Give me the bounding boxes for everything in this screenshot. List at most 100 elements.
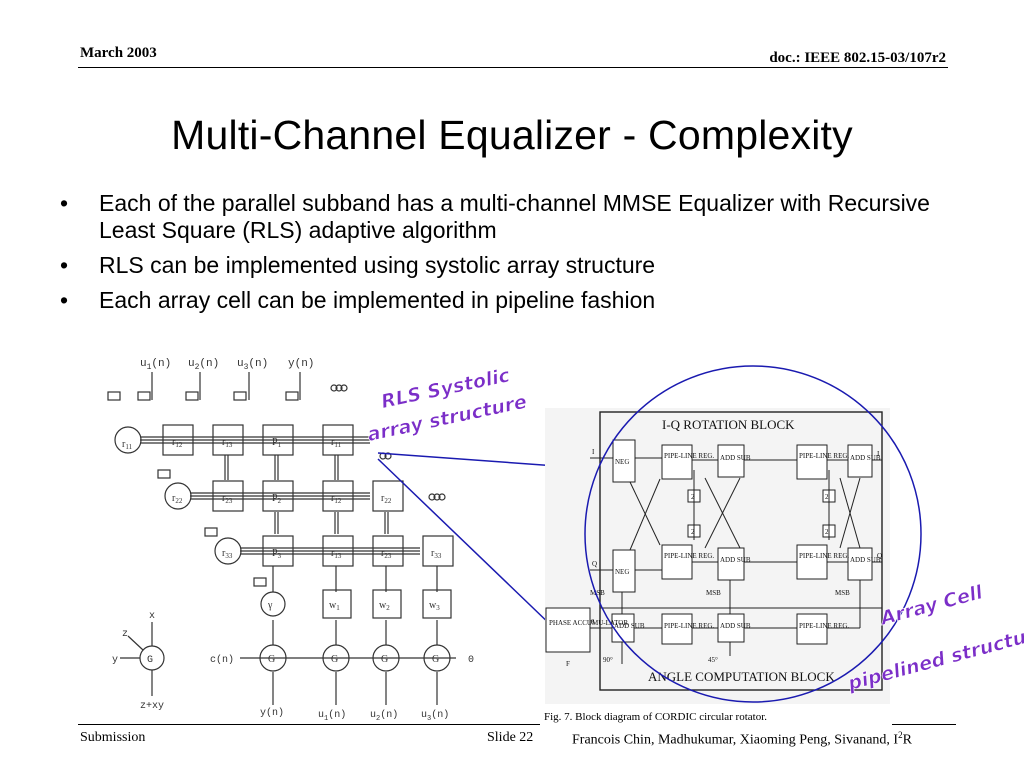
iq-block-title: I-Q ROTATION BLOCK: [662, 417, 795, 432]
addsub-label: ADD SUB: [720, 556, 751, 564]
bottom-output-u3: u3(n): [421, 709, 449, 723]
input-label-u3: u3(n): [237, 358, 268, 372]
pipe-reg-label: PIPE-LINE REG.: [799, 622, 849, 630]
out-i-label: I: [877, 450, 880, 458]
bullet-item: • Each of the parallel subband has a mult…: [58, 190, 958, 244]
pipe-reg-label: PIPE-LINE REG.: [664, 622, 714, 630]
neg-label: NEG: [615, 458, 629, 466]
cell-label: r11: [331, 437, 342, 449]
legend-y: y: [112, 655, 118, 666]
deg45-label: 45°: [708, 656, 718, 664]
phase-accumulator-label: PHASE ACCUMU-LATOR: [549, 619, 628, 627]
highlight-circle: [584, 365, 922, 703]
shift-label: 2: [825, 493, 829, 501]
cell-label: r22: [172, 493, 183, 505]
systolic-cell-labels: r11 r12 r13 P1 r11 r22 r23 P2 r12 r22 r3…: [122, 437, 442, 665]
systolic-array-diagram: u1(n) u2(n) u3(n) y(n): [107, 358, 456, 705]
slide-title: Multi-Channel Equalizer - Complexity: [171, 112, 853, 158]
input-label-u1: u1(n): [140, 358, 171, 372]
bullet-list: • Each of the parallel subband has a mult…: [58, 190, 958, 322]
pipe-reg-label: PIPE-LINE REG.: [799, 552, 849, 560]
footer-rule-right: [892, 724, 956, 725]
out-q-label: Q: [877, 552, 882, 560]
legend-x: x: [149, 611, 155, 622]
cell-label: r23: [222, 493, 233, 505]
cell-label: w1: [329, 600, 340, 612]
addsub-label: ADD SUB: [850, 556, 881, 564]
cell-label: G: [381, 654, 388, 665]
header-doc-id: doc.: IEEE 802.15-03/107r2: [769, 50, 946, 66]
cell-label: w2: [379, 600, 390, 612]
cell-label: P2: [272, 493, 282, 505]
footer-slide-number: Slide 22: [487, 730, 534, 745]
cell-label: r13: [331, 548, 342, 560]
rls-annotation: RLS Systolic array structure: [365, 364, 529, 446]
cell-label: G: [432, 654, 439, 665]
footer-rule-left: [78, 724, 540, 725]
angle-block-title: ANGLE COMPUTATION BLOCK: [648, 669, 835, 684]
msb-label: MSB: [706, 589, 721, 597]
bullet-dot: •: [60, 190, 69, 216]
cell-label: P1: [272, 437, 282, 449]
addsub-label: ADD SUB: [850, 454, 881, 462]
pipe-reg-label: PIPE-LINE REG.: [799, 452, 849, 460]
addsub-label: ADD SUB: [720, 454, 751, 462]
legend-z: z: [122, 629, 128, 640]
pipe-reg-label: PIPE-LINE REG.: [664, 452, 714, 460]
figure-caption: Fig. 7. Block diagram of CORDIC circular…: [544, 711, 768, 723]
bullet-dot: •: [60, 287, 69, 313]
addsub-label: ADD SUB: [614, 622, 645, 630]
cell-label: P3: [272, 548, 282, 560]
shift-label: 2: [691, 493, 695, 501]
msb-label: MSB: [835, 589, 850, 597]
port-theta-label: θ: [591, 618, 595, 626]
bullet-item: •Each array cell can be implemented in p…: [58, 287, 958, 314]
footer-authors: Francois Chin, Madhukumar, Xiaoming Peng…: [572, 730, 912, 749]
cell-label: r23: [381, 548, 392, 560]
header-rule: [78, 67, 948, 68]
footer-authors-text: Francois Chin, Madhukumar, Xiaoming Peng…: [572, 732, 899, 748]
input-label-y: y(n): [288, 358, 314, 370]
cell-annotation-line1: Array Cell: [876, 581, 985, 630]
cell-label: G: [268, 654, 275, 665]
footer-authors-sup: 2: [898, 730, 903, 740]
cell-label: r12: [172, 437, 183, 449]
msb-label: MSB: [590, 589, 605, 597]
bullet-text: RLS can be implemented using systolic ar…: [99, 252, 656, 278]
port-q-label: Q: [592, 560, 597, 568]
port-i-label: I: [592, 448, 595, 456]
systolic-legend: x z y G z+xy c(n) 0 y(n) u1(n) u2(n) u3(…: [112, 611, 474, 723]
shift-label: 2: [825, 528, 829, 536]
bottom-output-y: y(n): [260, 707, 284, 719]
footer-authors-end: R: [902, 732, 912, 748]
header-date: March 2003: [80, 45, 157, 61]
bullet-text: Each of the parallel subband has a multi…: [99, 190, 930, 243]
cell-label: r13: [222, 437, 233, 449]
cell-label: G: [331, 654, 338, 665]
pipe-reg-label: PIPE-LINE REG.: [664, 552, 714, 560]
cell-label: r12: [331, 493, 342, 505]
bullet-item: • RLS can be implemented using systolic a…: [58, 252, 958, 279]
zero-label: 0: [468, 655, 474, 666]
deg90-label: 90°: [603, 656, 613, 664]
bottom-output-u2: u2(n): [370, 709, 398, 723]
cell-label: r11: [122, 439, 133, 451]
legend-g: G: [147, 655, 153, 666]
bullet-dot: •: [60, 252, 69, 278]
cell-label: r22: [381, 493, 392, 505]
shift-label: 2: [691, 528, 695, 536]
cell-label: γ: [267, 600, 273, 611]
cell-label: w3: [429, 600, 440, 612]
cordic-diagram: I-Q ROTATION BLOCK ANGLE COMPUTATION BLO…: [545, 408, 890, 704]
port-fr-label: F: [566, 660, 570, 668]
footer-submission: Submission: [80, 730, 146, 745]
c-label: c(n): [210, 654, 234, 666]
cell-label: r33: [222, 548, 233, 560]
input-label-u2: u2(n): [188, 358, 219, 372]
addsub-label: ADD SUB: [720, 622, 751, 630]
neg-label: NEG: [615, 568, 629, 576]
legend-out: z+xy: [140, 701, 164, 712]
cell-label: r33: [431, 548, 442, 560]
bottom-output-u1: u1(n): [318, 709, 346, 723]
